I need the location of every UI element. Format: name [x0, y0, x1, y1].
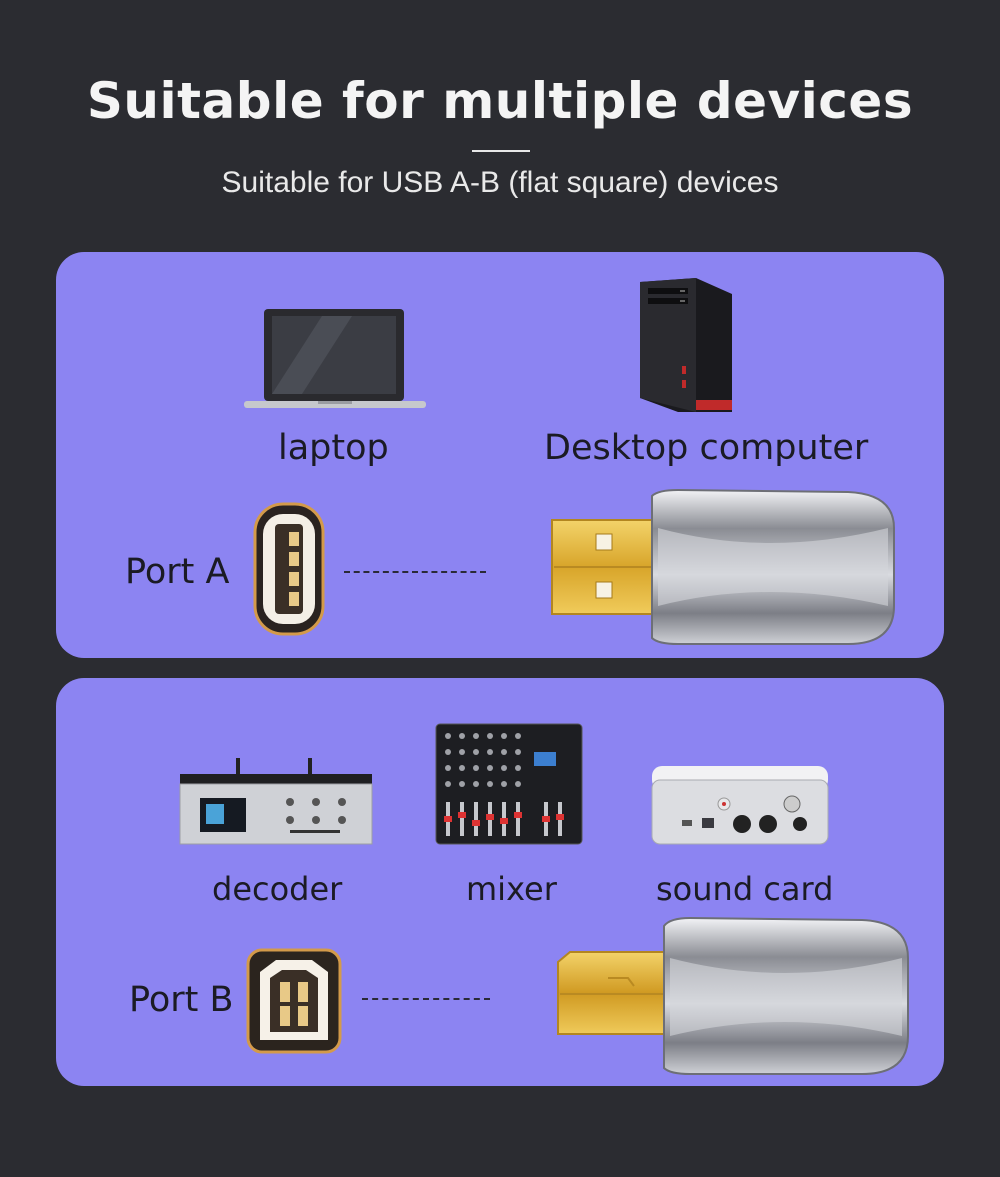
sound-card-icon	[651, 766, 829, 845]
device-label-laptop: laptop	[278, 428, 389, 468]
page-subtitle: Suitable for USB A-B (flat square) devic…	[221, 166, 779, 199]
mixer-icon	[435, 723, 583, 845]
decoder-icon	[179, 758, 373, 845]
device-label-mixer: mixer	[466, 870, 557, 908]
port-a-panel: laptop Desktop computer Port A	[56, 252, 944, 658]
device-label-decoder: decoder	[212, 870, 343, 908]
port-a-label: Port A	[125, 552, 230, 592]
port-b-connector-dashes	[362, 998, 490, 1000]
page-title: Suitable for multiple devices	[86, 72, 914, 130]
usb-a-port-icon	[253, 502, 325, 636]
usb-b-port-icon	[246, 948, 342, 1054]
device-label-desktop-computer: Desktop computer	[544, 428, 869, 468]
laptop-icon	[244, 309, 426, 408]
desktop-computer-icon	[640, 278, 732, 412]
usb-b-plug-icon	[557, 916, 909, 1075]
title-divider	[472, 150, 530, 152]
port-b-panel: decoder mixer sound card Port B	[56, 678, 944, 1086]
port-a-connector-dashes	[344, 571, 486, 573]
port-b-label: Port B	[129, 980, 234, 1020]
usb-a-plug-icon	[551, 488, 895, 645]
device-label-sound-card: sound card	[656, 870, 834, 908]
